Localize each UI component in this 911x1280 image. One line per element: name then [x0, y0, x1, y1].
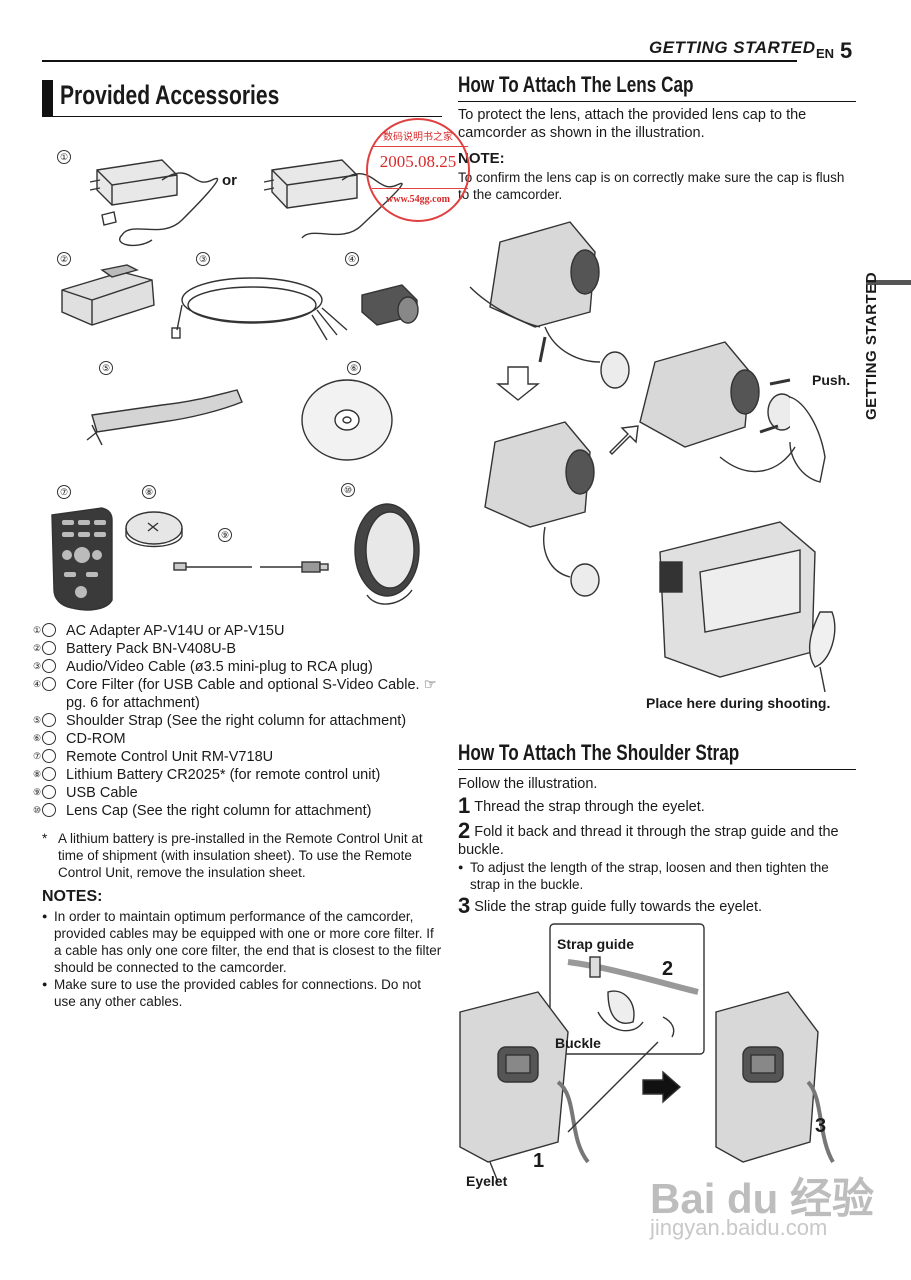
lens-cap-note-title: NOTE:	[458, 150, 505, 167]
shooting-label: Place here during shooting.	[646, 695, 831, 711]
accessories-illustration	[51, 159, 420, 611]
marker-5: ⑤	[99, 361, 113, 375]
side-tab-bar	[866, 280, 911, 285]
page-number: 5	[840, 38, 853, 63]
av-cable-icon	[171, 277, 348, 341]
cd-rom-icon	[301, 379, 393, 461]
lens-cap-icon	[600, 351, 630, 389]
down-arrow-icon	[496, 366, 540, 401]
camcorder-icon	[484, 421, 600, 597]
step-2-marker: 2	[662, 958, 674, 980]
eyelet-label: Eyelet	[466, 1173, 508, 1189]
strap-rule	[458, 769, 856, 770]
lens-cap-rule	[458, 101, 856, 102]
strap-bullet: To adjust the length of the strap, loose…	[458, 859, 856, 893]
marker-2: ②	[57, 252, 71, 266]
header-rule	[42, 60, 797, 62]
camcorder-icon	[715, 991, 835, 1164]
up-arrow-icon	[538, 336, 547, 363]
section-marker	[42, 80, 53, 116]
strap-intro: Follow the illustration.	[458, 776, 598, 792]
marker-9: ⑨	[218, 528, 232, 542]
step-3-marker: 3	[815, 1115, 827, 1137]
watermark-url: jingyan.baidu.com	[650, 1215, 828, 1240]
notes-list: In order to maintain optimum performance…	[42, 908, 442, 1010]
list-item: To adjust the length of the strap, loose…	[458, 859, 856, 893]
section-rule	[42, 116, 442, 117]
lens-cap-illustration	[469, 221, 836, 693]
date-stamp: 数码说明书之家 2005.08.25 www.54gg.com	[366, 118, 470, 222]
usb-cable-icon	[173, 561, 329, 573]
shoulder-strap-icon	[86, 389, 243, 446]
remote-control-icon	[51, 507, 113, 611]
notes-title: NOTES:	[42, 888, 103, 905]
core-filter-icon	[361, 284, 419, 326]
strap-illustration	[459, 923, 835, 1183]
list-item: In order to maintain optimum performance…	[42, 908, 442, 976]
camcorder-large-icon	[659, 521, 836, 693]
lens-cap-title: How To Attach The Lens Cap	[458, 72, 694, 97]
side-tab-label: GETTING STARTED	[863, 271, 880, 420]
watermark-logo: Bai du 经验	[650, 1175, 875, 1222]
marker-8: ⑧	[142, 485, 156, 499]
marker-4: ④	[345, 252, 359, 266]
running-header: GETTING STARTED	[649, 38, 816, 57]
lens-cap-note: To confirm the lens cap is on correctly …	[458, 170, 845, 202]
camcorder-icon	[639, 341, 826, 483]
battery-pack-icon	[61, 264, 155, 326]
camcorder-icon	[469, 221, 600, 328]
marker-6: ⑥	[347, 361, 361, 375]
marker-10: ⑩	[341, 483, 355, 497]
lithium-battery-icon	[125, 511, 183, 548]
section-title: Provided Accessories	[60, 80, 280, 110]
or-label: or	[222, 172, 237, 189]
marker-7: ⑦	[57, 485, 71, 499]
strap-guide-label: Strap guide	[557, 936, 635, 952]
lens-cap-icon	[354, 503, 420, 605]
buckle-label: Buckle	[555, 1035, 601, 1051]
strap-title: How To Attach The Shoulder Strap	[458, 740, 740, 765]
lens-cap-intro: To protect the lens, attach the provided…	[458, 107, 807, 141]
list-item: Make sure to use the provided cables for…	[42, 976, 442, 1010]
marker-3: ③	[196, 252, 210, 266]
right-arrow-icon	[642, 1070, 682, 1104]
ac-adapter-a-icon	[89, 159, 219, 247]
marker-1: ①	[57, 150, 71, 164]
push-label: Push.	[812, 372, 851, 388]
step-1-marker: 1	[533, 1150, 545, 1172]
ac-adapter-b-icon	[263, 159, 403, 239]
language-code: EN	[816, 46, 835, 61]
diagonal-arrow-icon	[609, 425, 639, 455]
footnote: * A lithium battery is pre-installed in …	[42, 831, 423, 880]
push-arrow-icon	[769, 378, 791, 386]
camcorder-icon	[459, 991, 590, 1164]
